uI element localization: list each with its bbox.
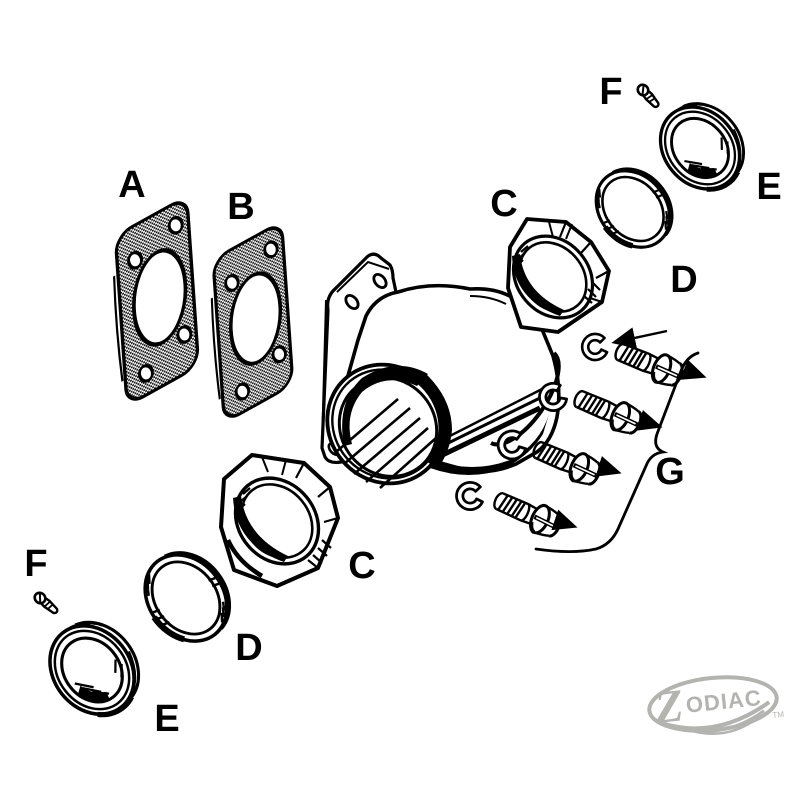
lock-washer (578, 330, 610, 364)
label-ring-lower: D (235, 627, 262, 669)
label-sleeve-upper: E (756, 166, 781, 208)
mounting-bolt (490, 486, 565, 541)
label-hardware-set: G (655, 451, 685, 493)
mounting-bolt (570, 384, 645, 438)
bolt-arrow (636, 410, 663, 431)
flange-hole (344, 294, 360, 310)
gasket-b (209, 222, 293, 425)
manifold-body (320, 252, 561, 489)
manifold-nut-lower (219, 453, 340, 588)
threaded-sleeve-lower (33, 606, 157, 733)
mounting-bolt (529, 435, 604, 489)
flange-hole (372, 273, 388, 289)
label-screw-upper: F (599, 71, 622, 113)
lock-washer (453, 479, 485, 513)
group-brace (534, 351, 700, 554)
mounting-bolt (611, 337, 686, 390)
zodiac-logo-tm: TM (772, 710, 785, 720)
manifold-nut-upper (506, 217, 611, 334)
label-gasket-b: B (227, 186, 254, 228)
label-nut-upper: C (490, 183, 517, 225)
zodiac-logo: Z ODIAC TM (647, 675, 785, 735)
bolt-arrow (551, 509, 578, 531)
set-screw-upper (634, 81, 663, 111)
bolt-arrow (595, 456, 622, 477)
zodiac-logo-swoosh (672, 709, 765, 734)
gasket-a (111, 196, 199, 408)
washer-pointer-arrow (611, 327, 668, 349)
set-screw-lower (31, 589, 62, 618)
zodiac-logo-z: Z (651, 679, 685, 733)
hardware-set-g (453, 327, 707, 554)
label-ring-upper: D (670, 259, 697, 301)
label-nut-lower: C (348, 545, 375, 587)
label-gasket-a: A (118, 164, 145, 206)
bolt-arrow (680, 359, 707, 380)
label-screw-lower: F (24, 543, 47, 585)
zodiac-logo-swoosh (687, 716, 760, 735)
label-sleeve-lower: E (154, 698, 179, 740)
